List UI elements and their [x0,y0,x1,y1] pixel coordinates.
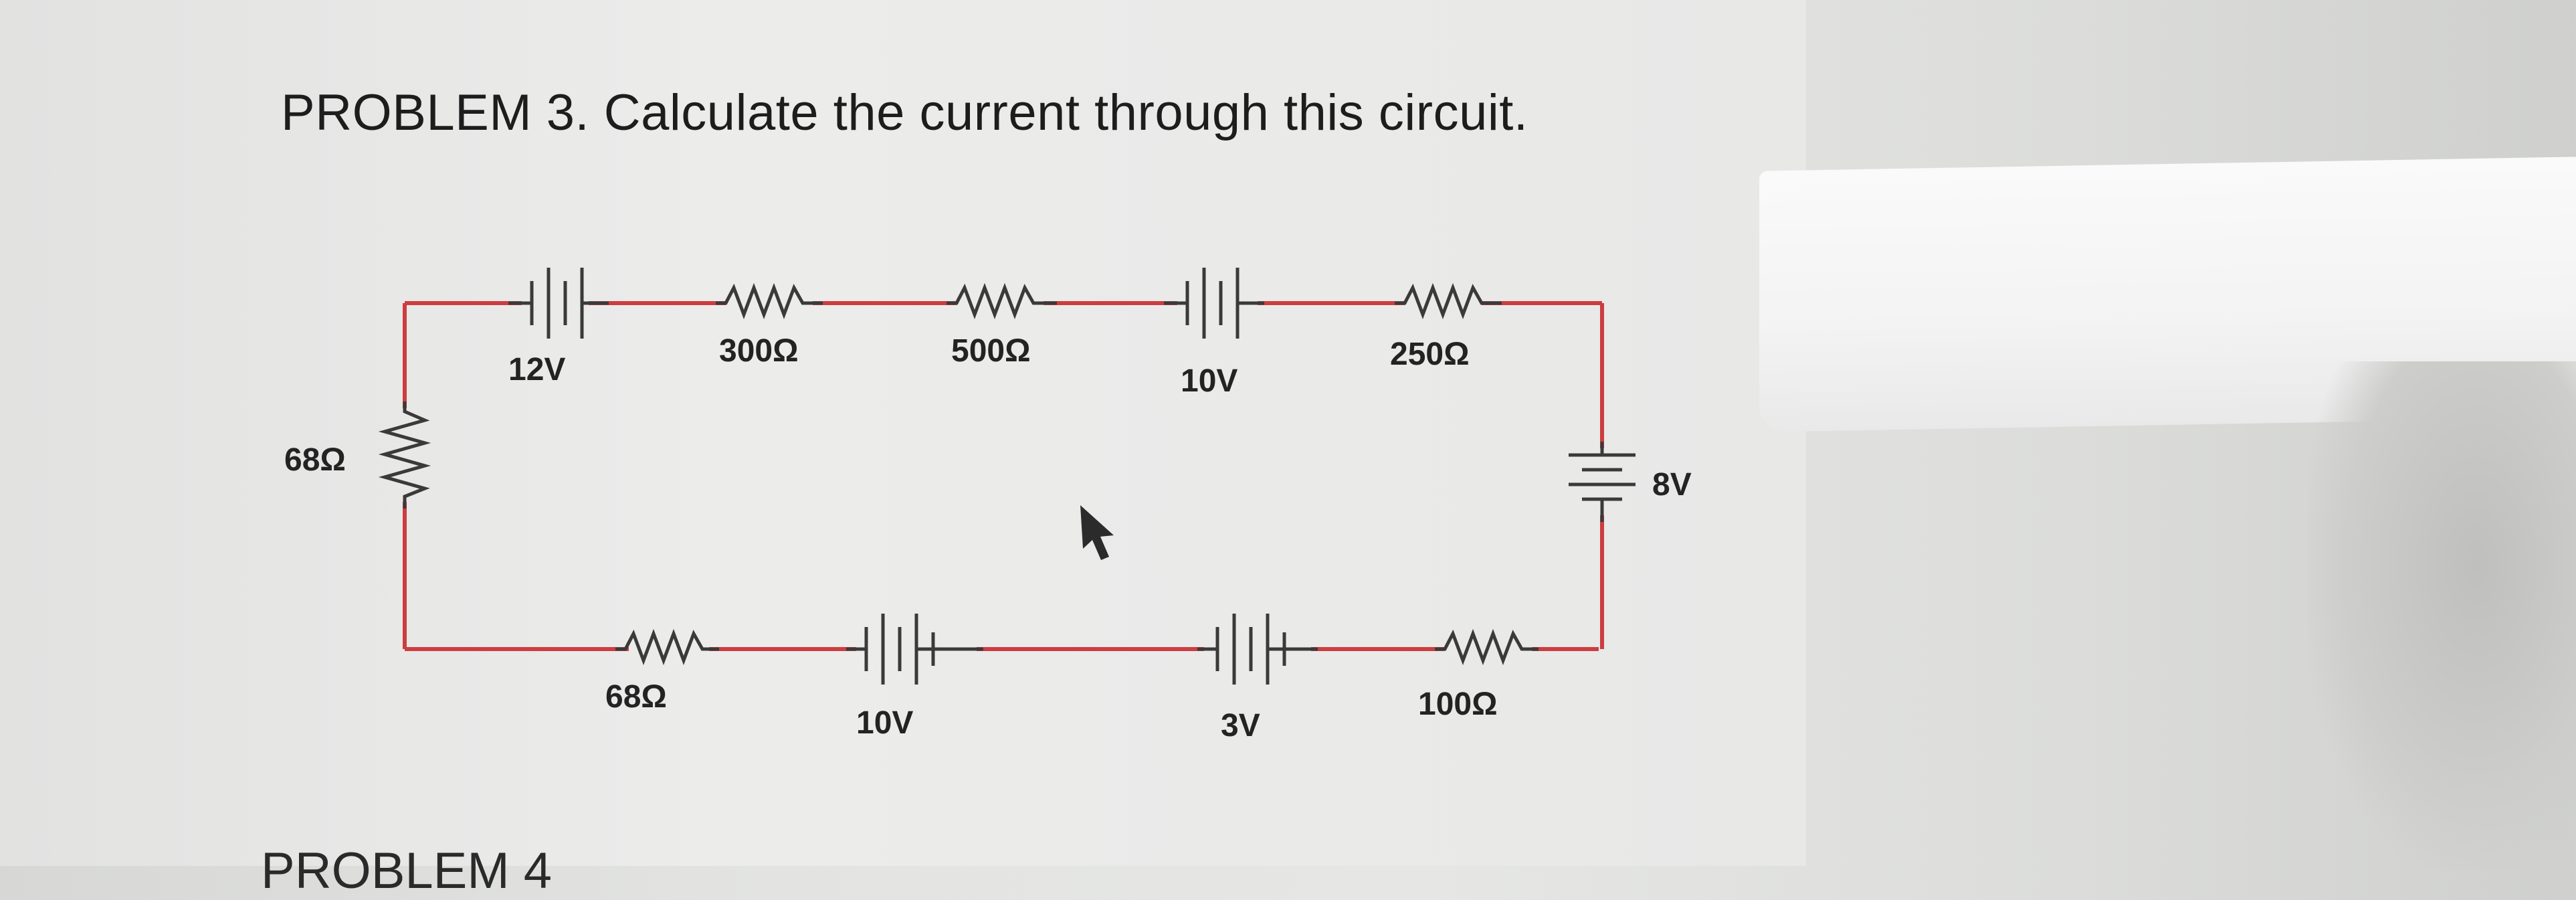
resistor-100-label: 100Ω [1418,687,1498,722]
next-problem-title-partial: PROBLEM 4 [261,842,553,899]
battery-10v-top-label: 10V [1181,363,1237,399]
resistor-100-symbol [1435,628,1539,666]
resistor-500-label: 500Ω [951,333,1031,369]
cursor-arrow-icon [1080,505,1114,560]
resistor-68-left-label: 68Ω [284,442,346,478]
resistor-300-symbol [716,282,823,320]
hand-shadow [2308,361,2576,870]
resistor-68-left-symbol [378,401,431,509]
battery-10v-bottom-label: 10V [856,705,913,741]
resistor-68-bottom-symbol [615,628,719,666]
resistor-500-symbol [947,282,1057,320]
battery-10v-bottom-symbol [846,614,983,685]
resistor-300-label: 300Ω [719,333,799,369]
resistor-68-bottom-label: 68Ω [605,679,667,715]
resistor-250-symbol [1395,282,1502,320]
problem-title: PROBLEM 3. Calculate the current through… [281,84,1528,141]
battery-12v-label: 12V [508,352,565,387]
battery-3v-symbol [1197,614,1318,685]
battery-10v-top-symbol [1164,268,1264,339]
circuit-wires [403,301,1604,651]
battery-8v-symbol [1569,442,1636,522]
battery-3v-label: 3V [1221,708,1260,743]
worksheet-paper [0,0,1806,866]
battery-12v-symbol [508,268,609,339]
resistor-250-label: 250Ω [1390,337,1470,372]
circuit-diagram: 12V 300Ω 500Ω 10V 250Ω 8V 68Ω 68Ω [284,268,1692,743]
battery-8v-label: 8V [1652,467,1692,503]
